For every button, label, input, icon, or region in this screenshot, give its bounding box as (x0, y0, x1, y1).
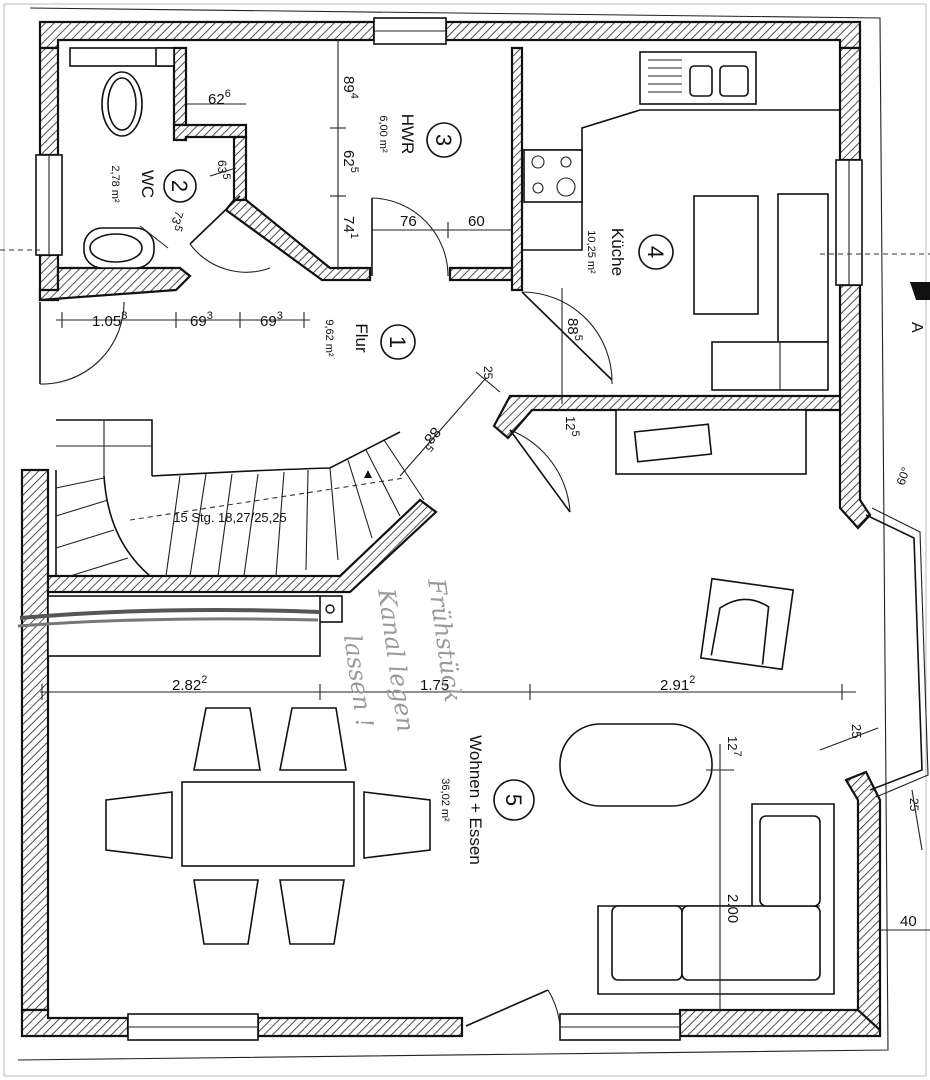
room-label-hwr: 3 HWR 6,00 m² (377, 114, 462, 158)
interior-walls (38, 46, 842, 623)
svg-text:625: 625 (340, 150, 360, 173)
wc-fixtures (69, 47, 175, 269)
svg-text:25: 25 (849, 724, 864, 738)
doors (39, 195, 613, 1027)
room-name: HWR (398, 114, 417, 155)
svg-text:635: 635 (215, 160, 232, 179)
svg-text:25: 25 (907, 798, 921, 812)
svg-text:2.912: 2.912 (660, 674, 695, 694)
dimension-lines (40, 40, 930, 1010)
room-number: 1 (385, 336, 410, 348)
stair (55, 419, 425, 577)
outer-walls (20, 20, 882, 1038)
svg-text:735: 735 (167, 209, 190, 233)
svg-text:741: 741 (340, 216, 360, 239)
svg-text:894: 894 (340, 76, 360, 99)
room-area: 9,62 m² (323, 319, 335, 357)
svg-text:2.00: 2.00 (724, 894, 741, 923)
svg-text:40: 40 (900, 913, 917, 930)
svg-text:1.75: 1.75 (420, 677, 449, 694)
room-number: 2 (167, 180, 192, 192)
room-number: 5 (501, 794, 526, 806)
section-marker: A (0, 249, 930, 333)
room-name: Wohnen + Essen (466, 735, 485, 865)
room-area: 2,78 m² (109, 165, 121, 203)
svg-text:885: 885 (564, 318, 584, 341)
outer-reference-line (17, 7, 889, 1061)
svg-text:693: 693 (260, 310, 283, 330)
paper-edge (3, 3, 927, 1077)
svg-text:A: A (908, 322, 925, 333)
svg-text:lassen !: lassen ! (338, 633, 379, 730)
room-label-wc: 2 WC 2,78 m² (109, 165, 197, 203)
windows (35, 17, 929, 1041)
room-area: 36,02 m² (439, 778, 451, 822)
svg-text:1.058: 1.058 (92, 310, 127, 330)
room-label-flur: 1 Flur 9,62 m² (323, 319, 416, 360)
room-name: WC (138, 170, 157, 198)
handwritten-note: Frühstück Kanal legen lassen ! (338, 576, 467, 734)
svg-text:60: 60 (468, 213, 485, 230)
kitchen-fixtures (521, 48, 840, 475)
dimension-texts: 626 894 625 741 76 60 635 735 1.058 693 … (92, 76, 921, 930)
room-number: 3 (431, 134, 456, 146)
svg-text:2.822: 2.822 (172, 674, 207, 694)
room-name: Flur (352, 323, 371, 353)
living-furniture (17, 577, 835, 995)
room-area: 10,25 m² (585, 230, 597, 274)
svg-text:693: 693 (190, 310, 213, 330)
svg-text:60°: 60° (894, 465, 913, 487)
room-name: Küche (608, 228, 627, 276)
svg-text:76: 76 (400, 213, 417, 230)
svg-text:125: 125 (563, 416, 581, 437)
stair-label: 15 Stg. 18,27/25,25 (173, 510, 286, 525)
svg-text:25: 25 (481, 366, 495, 380)
room-label-kueche: 4 Küche 10,25 m² (585, 228, 674, 276)
svg-text:127: 127 (725, 736, 743, 757)
svg-text:Kanal legen: Kanal legen (372, 586, 420, 734)
room-label-wohnen: 5 Wohnen + Essen 36,02 m² (439, 735, 535, 865)
svg-text:626: 626 (208, 88, 231, 108)
room-area: 6,00 m² (377, 115, 389, 153)
room-number: 4 (643, 246, 668, 258)
